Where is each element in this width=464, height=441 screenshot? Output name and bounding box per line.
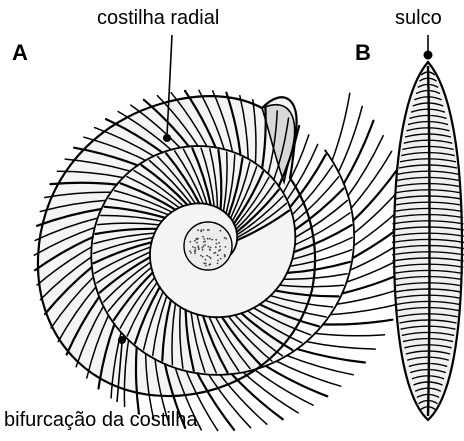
stipple-dot <box>203 245 205 247</box>
stipple-dot <box>198 247 200 249</box>
stipple-dot <box>194 252 196 254</box>
stipple-dot <box>197 229 199 231</box>
stipple-dot <box>217 260 219 262</box>
rib <box>287 356 353 375</box>
stipple-dot <box>224 256 226 258</box>
stipple-dot <box>207 238 209 240</box>
stipple-dot <box>203 262 205 264</box>
stipple-dot <box>218 250 220 252</box>
stipple-dot <box>202 256 204 258</box>
stipple-dot <box>194 240 196 242</box>
stipple-dot <box>224 237 226 239</box>
stipple-dot <box>190 252 192 254</box>
stipple-dot <box>189 250 191 252</box>
stipple-dot <box>208 256 210 258</box>
leader-bifurcation-dot <box>118 336 126 344</box>
stipple-dot <box>203 241 205 243</box>
stipple-dot <box>201 247 203 249</box>
stipple-dot <box>200 229 202 231</box>
rib <box>290 155 326 208</box>
stipple-dot <box>195 249 197 251</box>
label-radial-rib: costilha radial <box>97 8 219 28</box>
stipple-dot <box>189 241 191 243</box>
stipple-dot <box>209 249 211 251</box>
stipple-dot <box>202 249 204 251</box>
rib <box>330 304 399 315</box>
rib <box>297 349 365 363</box>
stipple-dot <box>218 242 220 244</box>
stipple-dot <box>215 246 217 248</box>
stipple-dot <box>217 254 219 256</box>
rib <box>306 342 375 350</box>
label-groove: sulco <box>395 8 442 28</box>
stipple-dot <box>217 263 219 265</box>
panel-label-b: B <box>355 42 371 64</box>
stipple-dot <box>205 263 207 265</box>
stipple-dot <box>210 257 212 259</box>
leader-groove-dot <box>424 51 433 60</box>
stipple-dot <box>211 239 213 241</box>
stipple-dot <box>200 255 202 257</box>
stipple-dot <box>215 239 217 241</box>
stipple-dot <box>206 255 208 257</box>
stipple-dot <box>209 263 211 265</box>
stipple-dot <box>207 229 209 231</box>
stipple-dot <box>219 246 221 248</box>
rib <box>315 333 384 335</box>
stipple-dot <box>209 238 211 240</box>
stipple-dot <box>203 229 205 231</box>
leader-radial-rib-dot <box>163 134 171 142</box>
stipple-dot <box>205 265 207 267</box>
stipple-dot <box>195 238 197 240</box>
rib <box>339 107 363 172</box>
stipple-dot <box>210 247 212 249</box>
stipple-dot <box>202 236 204 238</box>
shell-ventral-view <box>392 62 464 420</box>
stipple-dot <box>204 244 206 246</box>
stipple-dot <box>207 246 209 248</box>
rib <box>277 361 341 386</box>
label-rib-bifurcation: bifurcação da costilha <box>4 410 197 430</box>
rib <box>323 320 392 325</box>
panel-label-a: A <box>12 42 28 64</box>
stipple-dot <box>220 258 222 260</box>
stipple-dot <box>216 243 218 245</box>
stipple-dot <box>225 246 227 248</box>
stipple-dot <box>205 259 207 261</box>
stipple-dot <box>197 245 199 247</box>
shell-lateral-view <box>34 90 411 430</box>
stipple-dot <box>220 230 222 232</box>
stipple-dot <box>196 242 198 244</box>
stipple-dot <box>213 252 215 254</box>
stipple-dot <box>203 238 205 240</box>
rib <box>344 121 374 184</box>
stipple-dot <box>192 246 194 248</box>
stipple-dot <box>225 238 227 240</box>
stipple-dot <box>194 247 196 249</box>
